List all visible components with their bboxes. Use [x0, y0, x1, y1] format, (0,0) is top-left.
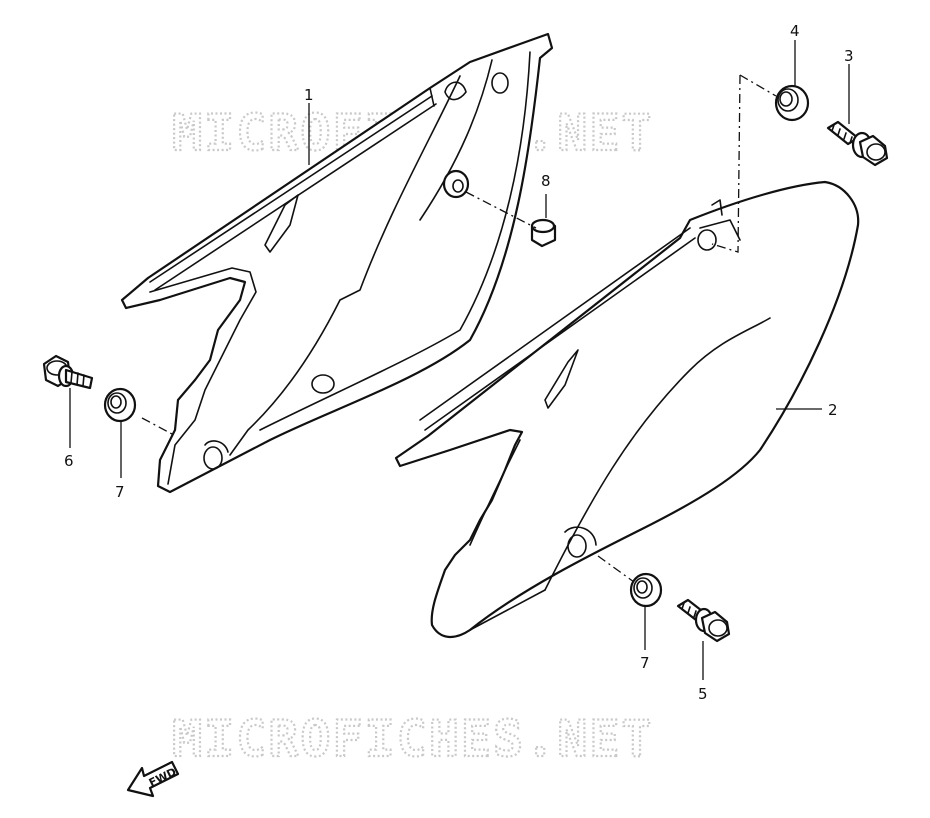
part-5-bolt[interactable] — [676, 598, 731, 643]
watermark-bottom: MICROFICHES.NET — [172, 710, 654, 768]
callout-6: 6 — [64, 452, 74, 470]
part-2-side-cover-right[interactable] — [394, 180, 860, 638]
callout-7-right: 7 — [640, 654, 650, 672]
part-8-spacer[interactable] — [530, 218, 557, 248]
leader-lines — [69, 40, 850, 680]
arrow-left-down-icon — [126, 760, 180, 798]
callout-7-left: 7 — [115, 483, 125, 501]
callout-3: 3 — [844, 47, 854, 65]
callout-8: 8 — [541, 172, 551, 190]
part-4-grommet[interactable] — [774, 84, 810, 122]
callout-1: 1 — [304, 86, 314, 104]
part-1-frame-cover-left[interactable] — [120, 32, 554, 494]
grommet-part-1-upper — [442, 169, 470, 199]
fwd-direction-indicator: FWD — [126, 760, 180, 798]
callout-4: 4 — [790, 22, 800, 40]
part-6-bolt[interactable] — [42, 354, 94, 390]
callout-5: 5 — [698, 685, 708, 703]
part-7-washer-left[interactable] — [103, 387, 137, 423]
callout-2: 2 — [828, 401, 838, 419]
assembly-lines — [141, 74, 777, 583]
part-3-bolt[interactable] — [826, 120, 889, 167]
part-7-washer-right[interactable] — [629, 572, 663, 608]
